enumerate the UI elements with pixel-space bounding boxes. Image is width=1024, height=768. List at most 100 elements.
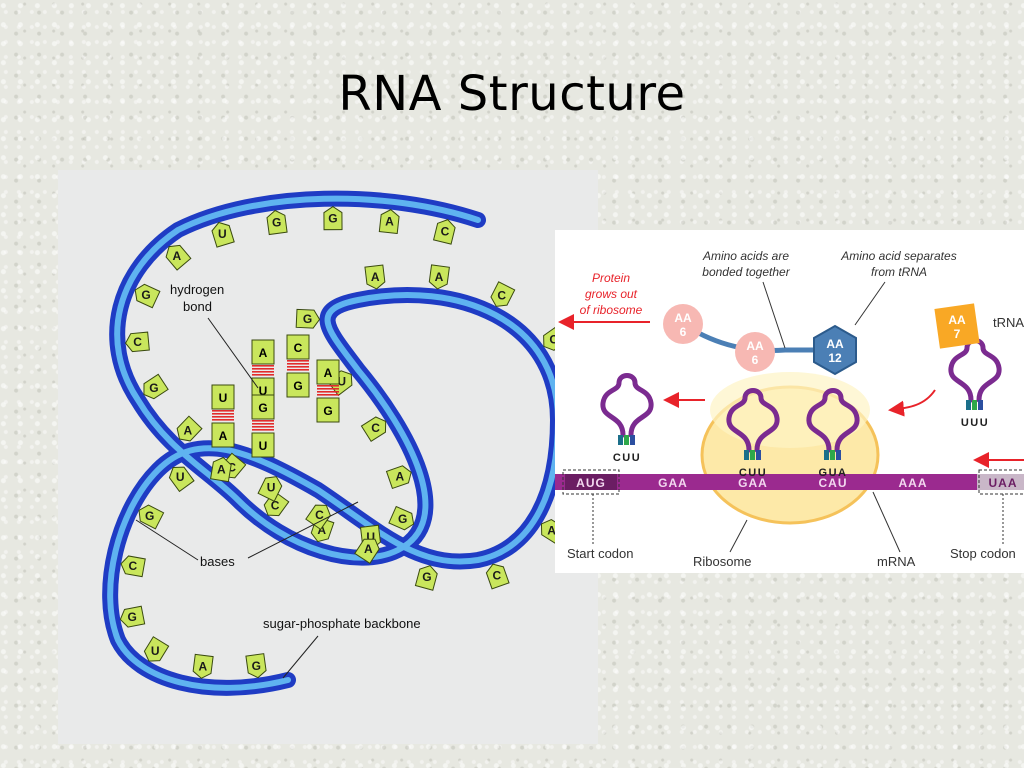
pointer-amino-separates	[854, 281, 886, 326]
base-letter: C	[497, 289, 506, 303]
base-letter: G	[149, 381, 158, 395]
backbone-strand	[102, 190, 567, 696]
base-letter: G	[323, 404, 332, 418]
base-tile: C	[305, 504, 331, 531]
base-letter: U	[219, 391, 228, 405]
base-tile: A	[354, 538, 380, 565]
pointer-amino-bonded	[762, 281, 786, 349]
base-letter: U	[337, 375, 346, 389]
base-letter: G	[252, 659, 261, 673]
start-codon-box	[562, 469, 620, 495]
base-letter: U	[366, 530, 375, 544]
base-letter: G	[141, 288, 150, 302]
base-tile: G	[138, 504, 165, 530]
backbone-highlight	[107, 195, 562, 691]
base-tile: G	[266, 209, 288, 236]
mrna-strand	[555, 474, 1024, 490]
base-tile: C	[120, 555, 146, 578]
base-letter: A	[198, 659, 207, 673]
base-tile: A	[385, 465, 412, 490]
label-hydrogen-bond: hydrogen bond	[170, 282, 228, 314]
base-tile: U	[143, 636, 170, 662]
base-letter: G	[422, 570, 431, 584]
base-letter: C	[441, 224, 450, 238]
base-letter: G	[145, 509, 154, 523]
rna-structure-figure: CAGGUAGCGACCAUGACUGAACCAGACGACUAUGCGUAG …	[58, 170, 598, 744]
base-letter: A	[173, 249, 182, 263]
base-letter: C	[133, 335, 142, 349]
base-pair: CG	[286, 334, 310, 398]
base-tile: C	[485, 563, 510, 590]
base-letter: C	[227, 460, 236, 474]
base-letter: A	[259, 346, 268, 360]
base-letter: G	[328, 212, 337, 226]
base-tile: G	[414, 565, 438, 591]
base-pair: UA	[211, 384, 235, 448]
pointer-bases-1	[135, 519, 199, 561]
label-bases: bases	[200, 554, 235, 569]
base-letter: C	[271, 498, 280, 512]
base-tile: U	[211, 221, 235, 248]
base-letter: G	[398, 512, 407, 526]
base-letter: U	[151, 644, 160, 658]
base-letter: A	[183, 423, 192, 437]
base-pair: AG	[316, 359, 340, 423]
slide-title: RNA Structure	[338, 66, 686, 122]
base-tile: U	[257, 476, 283, 502]
base-tile: A	[176, 415, 203, 442]
base-letter: C	[315, 508, 324, 522]
base-pair: AU	[251, 339, 275, 403]
pointer-ribosome	[729, 519, 748, 553]
base-tile: A	[165, 244, 192, 271]
base-letter: C	[371, 421, 380, 435]
base-tile: U	[168, 466, 195, 493]
base-letter: C	[294, 341, 303, 355]
base-letter: A	[217, 462, 226, 476]
trna-molecule: CUU	[600, 373, 654, 464]
base-letter: A	[385, 215, 394, 229]
base-letter: G	[303, 312, 312, 326]
base-tile: C	[124, 331, 150, 353]
base-letter: U	[259, 384, 268, 398]
trna-molecule: CUU	[726, 388, 780, 479]
base-tile: G	[134, 283, 161, 309]
label-start-codon: Start codon	[567, 546, 634, 561]
base-letter: A	[435, 270, 444, 284]
base-tile: A	[364, 264, 386, 290]
base-letter: U	[218, 227, 227, 241]
base-pair: GU	[251, 394, 275, 458]
trna-molecule: UUU	[948, 338, 1002, 429]
base-letter: G	[127, 610, 136, 624]
base-tile: G	[323, 206, 343, 231]
rna-structure-diagram: CAGGUAGCGACCAUGACUGAACCAGACGACUAUGCGUAG …	[102, 190, 590, 696]
base-letter: C	[493, 568, 502, 582]
codon-label: GAA	[738, 476, 768, 490]
base-tile: A	[428, 264, 450, 290]
anticodon-label: GUA	[819, 467, 848, 479]
base-letter: U	[259, 439, 268, 453]
base-tile: C	[432, 219, 456, 245]
base-tile: G	[295, 308, 321, 329]
pointer-bases-2	[247, 501, 359, 559]
base-tile: G	[245, 653, 267, 679]
codon-label: UAA	[989, 476, 1018, 490]
base-letter: G	[258, 401, 267, 415]
codon-label: GAA	[658, 476, 688, 490]
codon-label: CAU	[819, 476, 848, 490]
base-letter: A	[364, 542, 373, 556]
base-tile: C	[360, 416, 387, 442]
base-letter: U	[176, 470, 185, 484]
base-letter: A	[396, 469, 405, 483]
pointer-hydrogen-bond	[207, 317, 259, 389]
arrow-trna-enter	[888, 389, 936, 417]
base-letter: U	[267, 480, 276, 494]
pointer-mrna	[872, 491, 901, 553]
stop-codon-box	[978, 469, 1024, 495]
